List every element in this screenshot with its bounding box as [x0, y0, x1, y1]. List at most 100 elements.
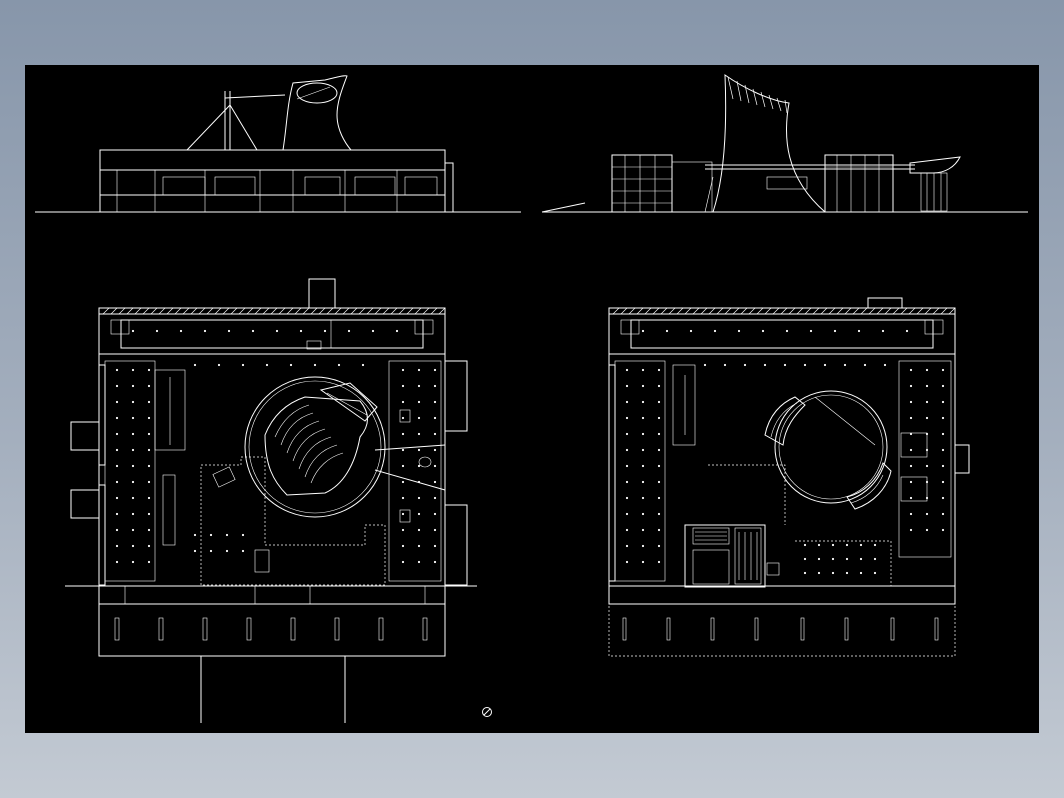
column-dot — [209, 549, 213, 553]
column-dot — [217, 363, 221, 367]
column-dot — [417, 416, 421, 420]
column-dot — [909, 416, 913, 420]
column-dot — [241, 363, 245, 367]
column-dot — [115, 416, 119, 420]
column-dot — [625, 496, 629, 500]
ucs-icon[interactable] — [482, 707, 492, 717]
column-dot — [803, 571, 807, 575]
column-dot — [785, 329, 789, 333]
column-dot — [115, 528, 119, 532]
column-dot — [641, 544, 645, 548]
column-dot — [831, 543, 835, 547]
column-dot — [703, 363, 707, 367]
column-dot — [665, 329, 669, 333]
column-dot — [925, 368, 929, 372]
column-dot — [131, 416, 135, 420]
column-dot — [845, 557, 849, 561]
column-dot — [337, 363, 341, 367]
column-dot — [115, 560, 119, 564]
column-dot — [203, 329, 207, 333]
column-dot — [131, 432, 135, 436]
column-dot — [713, 329, 717, 333]
column-dot — [147, 432, 151, 436]
column-dot — [417, 368, 421, 372]
column-dot — [131, 528, 135, 532]
plan-right — [608, 297, 970, 657]
column-dot — [625, 432, 629, 436]
column-dot — [417, 528, 421, 532]
column-dot — [843, 363, 847, 367]
column-dot — [401, 528, 405, 532]
column-dot — [723, 363, 727, 367]
column-dot — [299, 329, 303, 333]
column-dot — [641, 368, 645, 372]
column-dot — [657, 368, 661, 372]
column-dot — [625, 480, 629, 484]
column-dot — [417, 384, 421, 388]
column-dot — [625, 512, 629, 516]
column-dot — [625, 384, 629, 388]
column-dot — [641, 528, 645, 532]
column-dot — [147, 368, 151, 372]
column-dot — [417, 448, 421, 452]
column-dot — [401, 432, 405, 436]
column-dot — [625, 464, 629, 468]
column-dot — [625, 448, 629, 452]
column-dot — [803, 363, 807, 367]
column-dot — [225, 533, 229, 537]
column-dot — [401, 480, 405, 484]
column-dot — [905, 329, 909, 333]
column-dot — [131, 464, 135, 468]
column-dot — [641, 448, 645, 452]
column-dot — [863, 363, 867, 367]
column-dot — [147, 512, 151, 516]
column-dot — [941, 384, 945, 388]
column-dot — [909, 528, 913, 532]
column-dot — [857, 329, 861, 333]
column-dot — [401, 400, 405, 404]
column-dot — [115, 432, 119, 436]
column-dot — [941, 480, 945, 484]
column-dot — [115, 512, 119, 516]
column-dot — [147, 464, 151, 468]
column-dot — [275, 329, 279, 333]
column-dot — [401, 544, 405, 548]
column-dot — [941, 400, 945, 404]
column-dot — [625, 400, 629, 404]
column-dot — [783, 363, 787, 367]
column-dot — [657, 496, 661, 500]
column-dot — [209, 533, 213, 537]
column-dot — [147, 400, 151, 404]
column-dot — [831, 557, 835, 561]
column-dot — [131, 496, 135, 500]
column-dot — [941, 448, 945, 452]
column-dot — [909, 432, 913, 436]
column-dot — [417, 432, 421, 436]
column-dot — [803, 543, 807, 547]
column-dot — [193, 533, 197, 537]
column-dot — [657, 480, 661, 484]
column-dot — [941, 496, 945, 500]
column-dot — [625, 368, 629, 372]
column-dot — [859, 571, 863, 575]
column-dot — [883, 363, 887, 367]
column-dot — [925, 512, 929, 516]
column-dot — [941, 464, 945, 468]
column-dot — [657, 432, 661, 436]
column-dot — [925, 480, 929, 484]
column-dot — [809, 329, 813, 333]
column-dot — [641, 464, 645, 468]
column-dot — [641, 512, 645, 516]
column-dot — [909, 464, 913, 468]
structural-column-dots — [115, 329, 945, 575]
column-dot — [641, 432, 645, 436]
column-dot — [641, 400, 645, 404]
column-dot — [115, 480, 119, 484]
column-dot — [193, 363, 197, 367]
column-dot — [433, 528, 437, 532]
column-dot — [763, 363, 767, 367]
column-dot — [417, 544, 421, 548]
column-dot — [395, 329, 399, 333]
column-dot — [657, 448, 661, 452]
cad-viewport[interactable] — [25, 65, 1039, 733]
